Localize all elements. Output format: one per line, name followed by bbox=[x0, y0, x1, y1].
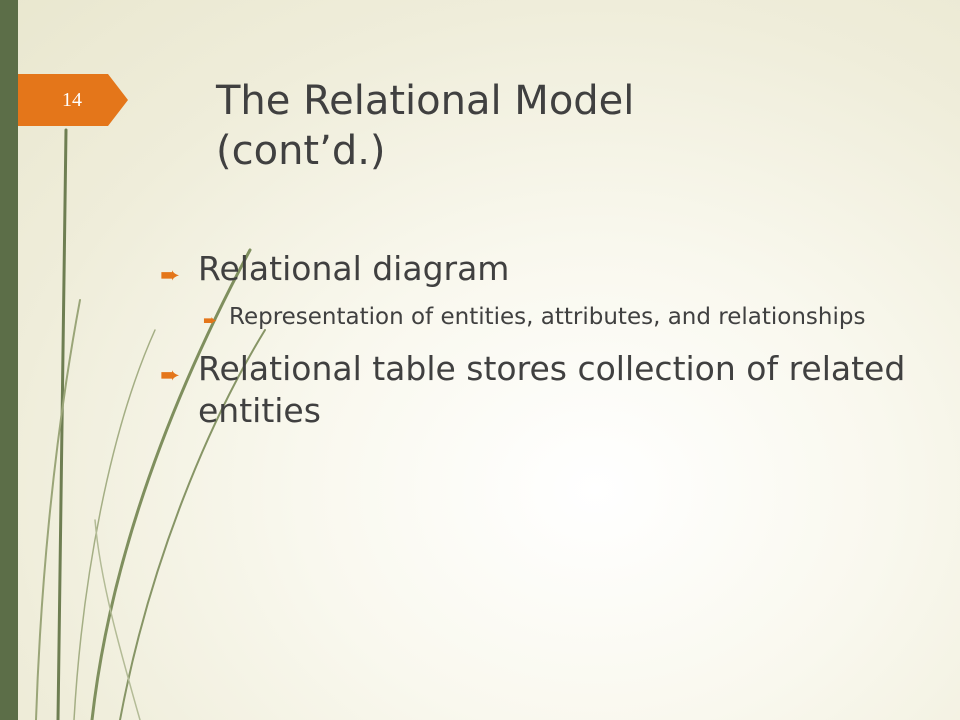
bullet-text: Relational diagram bbox=[198, 249, 510, 288]
bullet-item: ➨ Relational table stores collection of … bbox=[160, 348, 920, 432]
arrow-right-icon: ➨ bbox=[203, 311, 218, 331]
slide-title-line-1: The Relational Model bbox=[216, 78, 635, 124]
bullet-list: ➨ Relational diagram ➨ Representation of… bbox=[160, 248, 920, 442]
slide-number-tab bbox=[18, 74, 128, 126]
sub-bullet-text: Representation of entities, attributes, … bbox=[229, 304, 866, 330]
arrow-right-icon: ➨ bbox=[160, 361, 181, 389]
slide-title: The Relational Model (cont’d.) bbox=[216, 76, 916, 176]
left-accent-bar bbox=[0, 0, 18, 720]
arrow-right-icon: ➨ bbox=[160, 261, 181, 289]
bullet-item: ➨ Relational diagram bbox=[160, 248, 920, 290]
slide-title-line-2: (cont’d.) bbox=[216, 128, 386, 174]
slide-number: 14 bbox=[62, 89, 82, 111]
bullet-text: Relational table stores collection of re… bbox=[198, 349, 906, 430]
sub-bullet-item: ➨ Representation of entities, attributes… bbox=[203, 300, 920, 334]
